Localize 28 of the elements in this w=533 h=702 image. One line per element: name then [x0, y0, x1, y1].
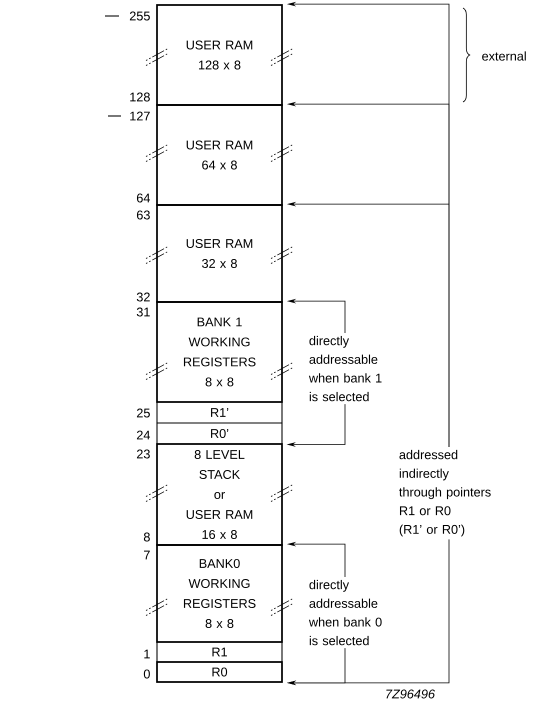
address-number: 25 — [136, 408, 150, 418]
memory-block: USER RAM 32 x 8 — [156, 204, 283, 303]
address-number: 63 — [136, 210, 150, 220]
annotation-text: addressed indirectly through pointers R1 or R0 (R1’ or R0’) — [399, 450, 491, 536]
address-number: 7 — [144, 550, 150, 560]
address-number: 0 — [144, 670, 150, 678]
register-cell: R1’ — [156, 401, 283, 424]
figure-code: 7Z96496 — [386, 690, 435, 698]
memory-block: BANK0 WORKING REGISTERS 8 x 8 — [156, 544, 283, 643]
address-number: 32 — [136, 292, 150, 302]
address-number: 8 — [144, 532, 150, 542]
address-number: 24 — [136, 430, 150, 440]
annotation-text: directly addressable when bank 0 is selected — [308, 580, 382, 646]
memory-block: USER RAM 128 x 8 — [156, 4, 283, 106]
memory-block: 8 LEVEL STACK or USER RAM 16 x 8 — [156, 443, 283, 546]
register-cell: R0 — [156, 661, 283, 683]
register-cell: R0’ — [156, 422, 283, 445]
annotation-text: directly addressable when bank 1 is selected — [308, 336, 382, 402]
brace-label: external — [482, 51, 526, 61]
address-number: 128 — [130, 92, 150, 102]
address-number: 127 — [130, 112, 150, 120]
register-cell: R1 — [156, 641, 283, 663]
memory-block: USER RAM 64 x 8 — [156, 104, 283, 206]
address-number: 1 — [144, 650, 150, 658]
address-number: 23 — [136, 450, 150, 458]
memory-block: BANK 1 WORKING REGISTERS 8 x 8 — [156, 301, 283, 403]
address-number: 31 — [136, 308, 150, 316]
address-number: 64 — [136, 194, 150, 202]
